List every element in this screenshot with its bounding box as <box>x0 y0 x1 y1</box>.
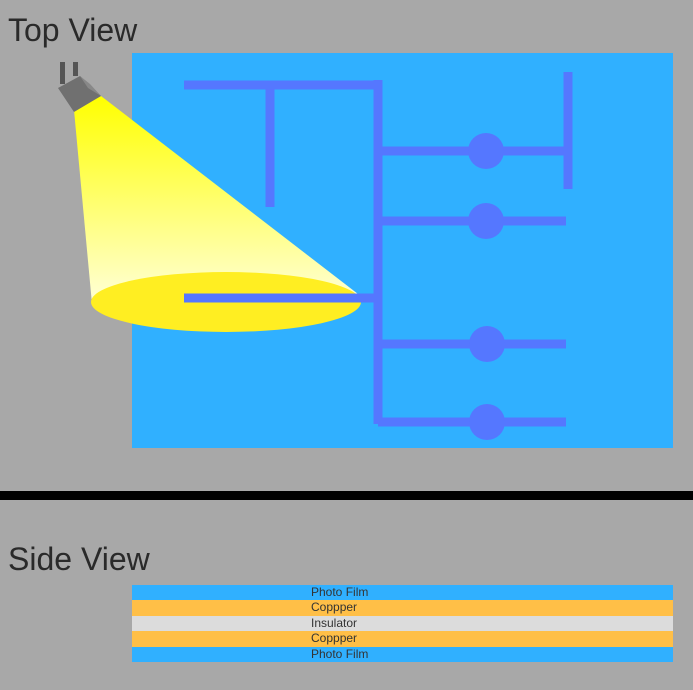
layer-insulator: Insulator <box>132 615 673 632</box>
layer-photo-film-bottom: Photo Film <box>132 646 673 662</box>
light-beam <box>74 96 358 304</box>
layer-copper-top: Coppper <box>132 600 673 616</box>
layer-stack: Photo Film Coppper Insulator Coppper Pho… <box>132 585 673 662</box>
spotlight-icon <box>58 62 101 112</box>
layer-copper-bottom: Coppper <box>132 631 673 647</box>
pad-4 <box>469 404 505 440</box>
circuit-pads <box>468 133 505 440</box>
pad-3 <box>469 326 505 362</box>
pad-1 <box>468 133 504 169</box>
top-view-title: Top View <box>8 12 138 48</box>
pad-2 <box>468 203 504 239</box>
layer-photo-film-top: Photo Film <box>132 585 673 601</box>
view-divider <box>0 491 693 500</box>
top-view-diagram <box>58 53 673 448</box>
side-view-title: Side View <box>8 541 150 577</box>
